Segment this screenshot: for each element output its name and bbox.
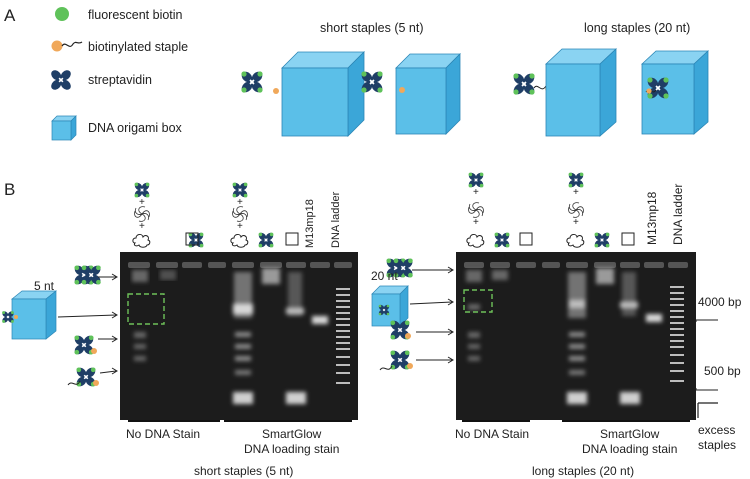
legend-label-dna-origami-box: DNA origami box [88, 121, 182, 135]
plus-sign: + [237, 221, 243, 232]
left-nt-label: 5 nt [34, 279, 55, 293]
left-group-smartglow-line1: SmartGlow [262, 427, 322, 441]
plus-sign: + [473, 217, 479, 228]
plus-sign: + [473, 187, 479, 198]
marker-4000bp: 4000 bp [698, 295, 742, 309]
right-species-arrows [371, 252, 454, 382]
left-no-stain-bar [128, 420, 220, 422]
short-staples-title: short staples (5 nt) [320, 21, 424, 35]
short-staples-schematic [236, 51, 461, 137]
right-group-no-dna-stain: No DNA Stain [455, 427, 530, 441]
left-group-no-dna-stain: No DNA Stain [126, 427, 201, 441]
lane-label-dna-ladder-right: DNA ladder [671, 183, 685, 245]
right-smartglow-bar [562, 420, 690, 422]
excess-staples-line2: staples [698, 438, 737, 452]
left-lane-icons [132, 180, 299, 250]
long-staples-schematic [506, 48, 710, 137]
plus-sign: + [573, 217, 579, 228]
long-staples-title: long staples (20 nt) [584, 21, 691, 35]
legend-label-fluorescent-biotin: fluorescent biotin [88, 8, 183, 22]
excess-staples-line1: excess [698, 423, 736, 437]
lane-label-dna-ladder: DNA ladder [330, 191, 342, 248]
right-lane-icons [466, 168, 635, 248]
plus-sign: + [573, 187, 579, 198]
lane-label-m13mp18: M13mp18 [304, 199, 316, 248]
right-nt-label: 20 nt [371, 269, 398, 283]
fluorescent-biotin-icon [55, 7, 69, 21]
right-group-smartglow-line1: SmartGlow [600, 427, 660, 441]
size-marker-brackets [695, 319, 718, 418]
left-smartglow-bar [224, 420, 352, 422]
plus-sign: + [237, 197, 243, 208]
lane-label-m13mp18-right: M13mp18 [645, 191, 659, 245]
left-gel-caption: short staples (5 nt) [194, 464, 294, 478]
right-no-stain-bar [462, 420, 530, 422]
panel-b-letter: B [4, 180, 16, 199]
left-group-smartglow-line2: DNA loading stain [244, 442, 340, 456]
right-group-smartglow-line2: DNA loading stain [582, 442, 678, 456]
legend-label-streptavidin: streptavidin [88, 73, 152, 87]
gel-short-staples [120, 252, 358, 420]
plus-sign: + [139, 221, 145, 232]
legend-label-biotinylated-staple: biotinylated staple [88, 40, 189, 54]
marker-500bp: 500 bp [704, 364, 741, 378]
biotinylated-staple-icon [51, 40, 83, 52]
streptavidin-icon [48, 67, 74, 93]
right-gel-caption: long staples (20 nt) [532, 464, 635, 478]
plus-sign: + [139, 197, 145, 208]
dna-origami-box-icon [51, 115, 77, 141]
gel-long-staples [456, 252, 696, 420]
panel-a-letter: A [4, 6, 16, 25]
left-species-arrows [0, 255, 118, 395]
